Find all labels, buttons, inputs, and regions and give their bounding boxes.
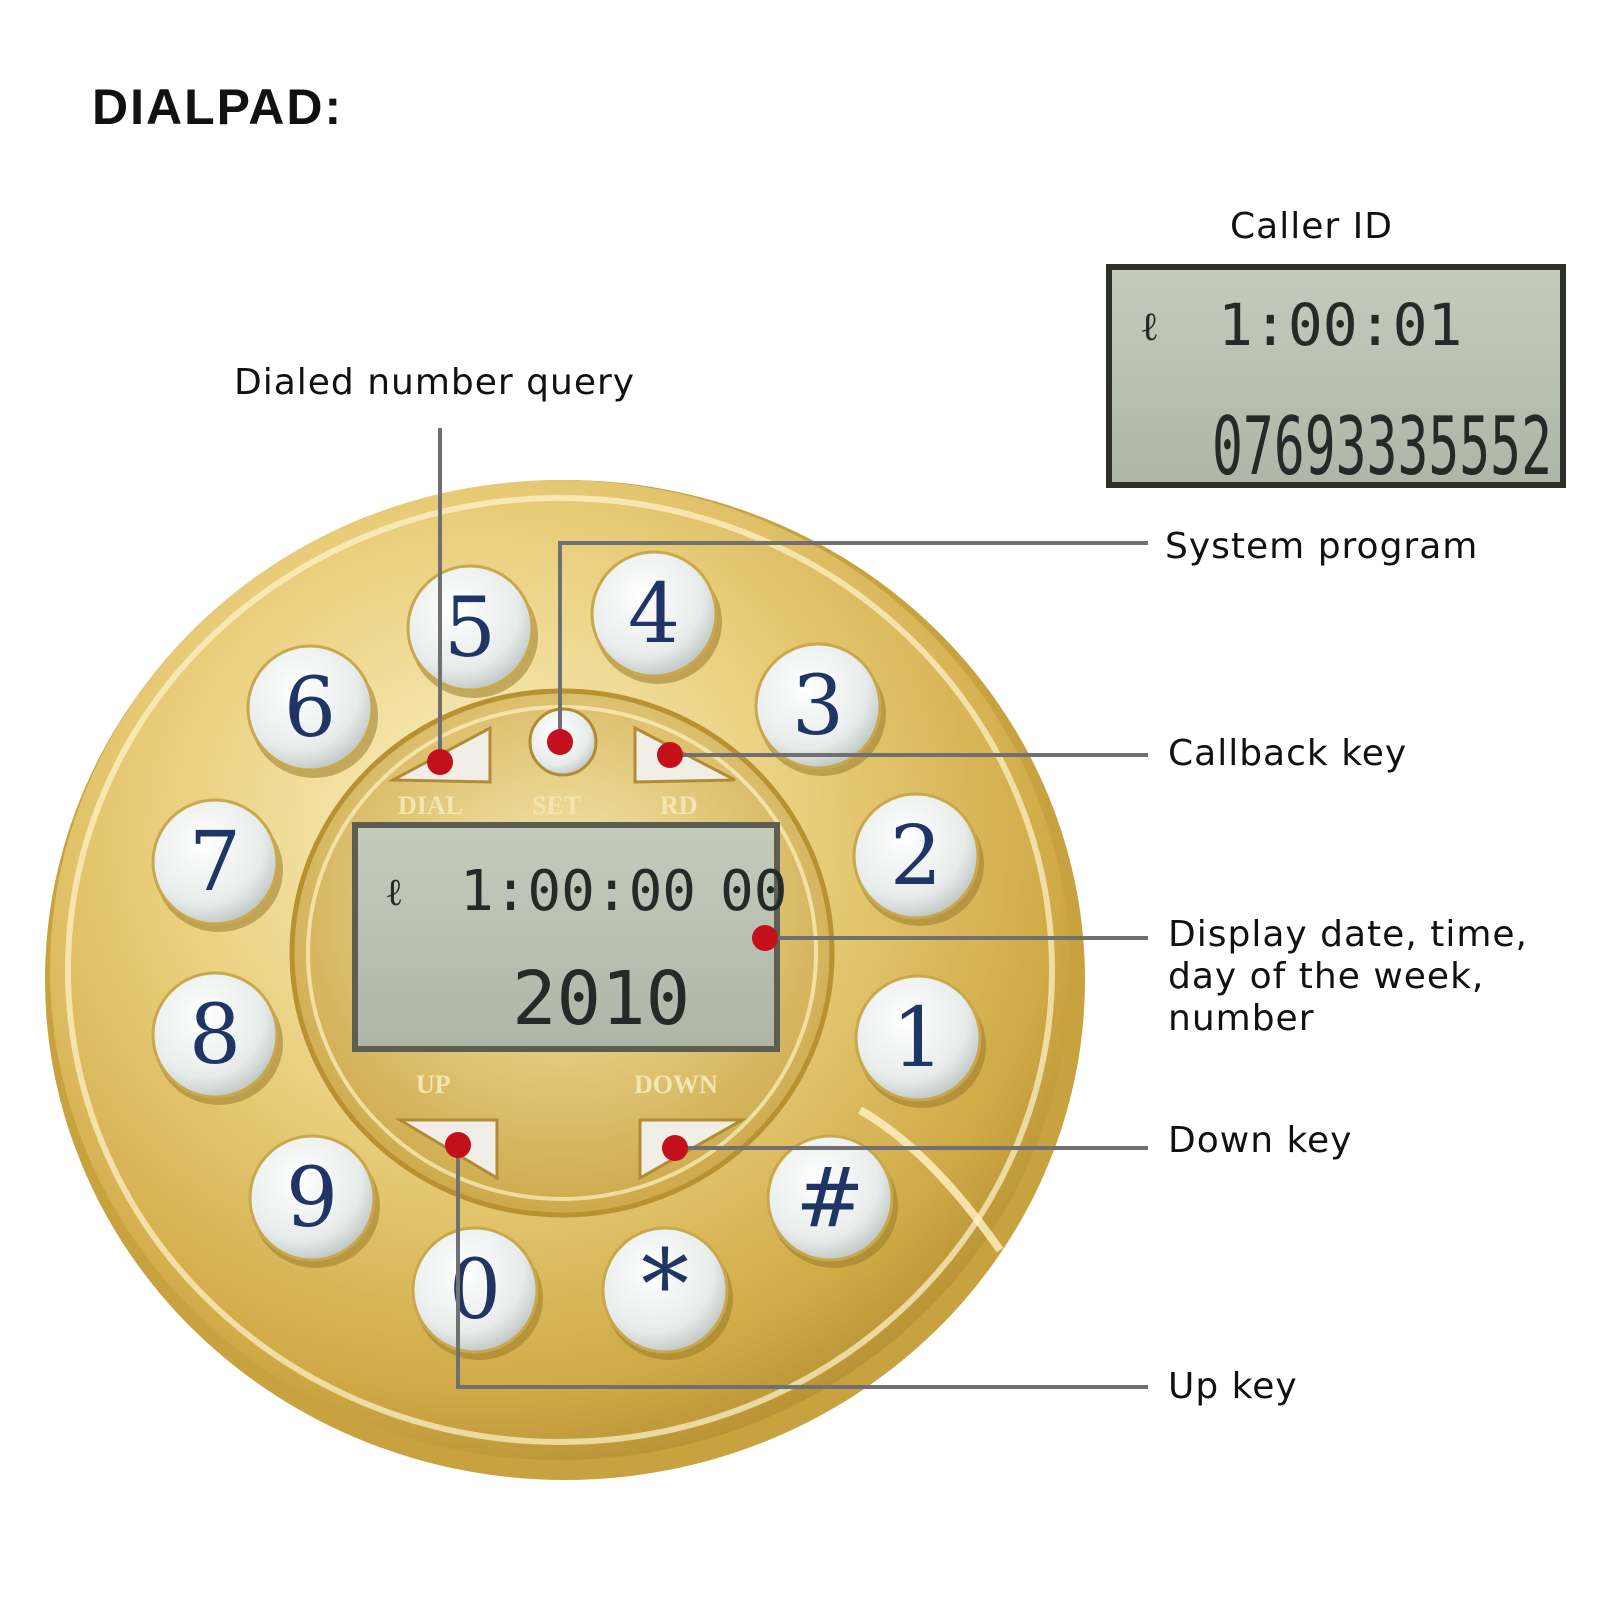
key-hash[interactable]: # [766, 1134, 898, 1268]
label-up-key: Up key [1168, 1366, 1298, 1407]
key-2[interactable]: 2 [852, 792, 984, 926]
caller-id-lcd-screen [1112, 270, 1560, 482]
key-label: 1 [892, 991, 944, 1086]
key-label: 6 [284, 661, 336, 756]
main-lcd-screen [358, 828, 774, 1046]
key-face[interactable] [151, 971, 279, 1099]
main-lcd: ℓ 1:00:00 00 2010 [352, 822, 787, 1052]
key-face[interactable] [411, 1226, 539, 1354]
key-9[interactable]: 9 [248, 1134, 380, 1268]
label-display: Display date, time, day of the week, num… [1168, 914, 1528, 1040]
main-lcd-seconds: 00 [720, 859, 787, 924]
key-face[interactable] [852, 792, 980, 920]
key-label: 8 [189, 988, 241, 1083]
label-system-program: System program [1165, 526, 1479, 567]
rd-key-label: RD [660, 791, 698, 820]
key-6[interactable]: 6 [246, 644, 378, 778]
dialpad-cord-groove [858, 1106, 1004, 1253]
caller-id-lcd-number: 07693335552 [1212, 400, 1552, 493]
main-lcd-icon: ℓ [385, 870, 403, 914]
down-key-label: DOWN [634, 1070, 718, 1099]
key-label: 4 [628, 567, 680, 662]
system-program-dot [547, 729, 573, 755]
key-label: 2 [890, 809, 942, 904]
key-label: 7 [189, 815, 241, 910]
label-display-line-2: day of the week, [1168, 956, 1485, 997]
dialed-number-query-dot [427, 749, 453, 775]
key-star[interactable]: * [601, 1226, 733, 1360]
key-label: * [641, 1229, 689, 1341]
caller-id-lcd: ℓ 1:00:01 07693335552 [1106, 264, 1566, 493]
dialpad-rim-highlight [65, 495, 1055, 1445]
key-label: 5 [444, 581, 496, 676]
key-face[interactable] [590, 550, 718, 678]
key-face[interactable] [766, 1134, 894, 1262]
key-3[interactable]: 3 [754, 642, 886, 776]
key-face[interactable] [754, 642, 882, 770]
label-display-line-1: Display date, time, [1168, 914, 1528, 955]
display-dot [752, 925, 778, 951]
key-face[interactable] [854, 974, 982, 1102]
key-face[interactable] [151, 798, 279, 926]
label-down-key: Down key [1168, 1120, 1353, 1161]
key-7[interactable]: 7 [151, 798, 283, 932]
page-title: DIALPAD: [92, 79, 344, 135]
main-lcd-time: 1:00:00 [460, 859, 696, 924]
label-callback-key: Callback key [1168, 733, 1408, 774]
callback-key-dot [657, 742, 683, 768]
key-1[interactable]: 1 [854, 974, 986, 1108]
key-8[interactable]: 8 [151, 971, 283, 1105]
system-program-leader [558, 541, 1148, 742]
dial-key-label: DIAL [398, 791, 463, 820]
key-label: # [796, 1151, 865, 1246]
key-face[interactable] [246, 644, 374, 772]
set-key-label: SET [532, 791, 581, 820]
up-key-leader [456, 1145, 1148, 1389]
caller-id-lcd-time: 1:00:01 [1218, 291, 1462, 359]
key-face[interactable] [248, 1134, 376, 1262]
key-label: 9 [286, 1151, 338, 1246]
down-key-dot [662, 1135, 688, 1161]
up-key-label: UP [416, 1070, 451, 1099]
label-caller-id: Caller ID [1230, 206, 1393, 247]
key-4[interactable]: 4 [590, 550, 722, 684]
key-face[interactable] [601, 1226, 729, 1354]
callout-dots [427, 729, 778, 1161]
label-display-line-3: number [1168, 998, 1315, 1039]
key-label: 3 [792, 659, 844, 754]
up-key-dot [445, 1132, 471, 1158]
callout-lines [438, 428, 1148, 1389]
label-dialed-number-query: Dialed number query [234, 362, 636, 403]
caller-id-lcd-icon: ℓ [1140, 304, 1159, 350]
main-lcd-year: 2010 [512, 956, 690, 1042]
